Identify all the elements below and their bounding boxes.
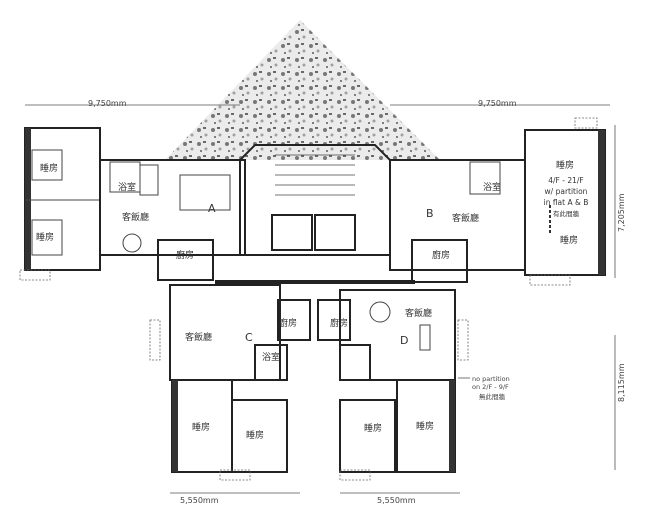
dim-top-right: 9,750mm <box>478 99 517 108</box>
flat-d-bed1-label: 睡房 <box>364 422 382 434</box>
flat-b-letter: B <box>426 207 434 220</box>
flat-a-bed1-label: 睡房 <box>40 162 58 174</box>
dim-top-left: 9,750mm <box>88 99 127 108</box>
flat-a <box>99 159 246 256</box>
flat-b-kitchen <box>411 239 468 283</box>
flat-a-kitchen-label: 廚房 <box>176 249 194 261</box>
dimension-lines <box>25 104 616 494</box>
flat-c-bed1-label: 睡房 <box>192 421 210 433</box>
dim-right-lower: 8,115mm <box>617 363 626 402</box>
flat-b-bed2-label: 睡房 <box>560 234 578 246</box>
svg-text:on 2/F - 9/F: on 2/F - 9/F <box>472 383 509 391</box>
flat-a-kitchen <box>157 239 214 281</box>
flat-a-letter: A <box>208 202 216 215</box>
flat-c-living-label: 客飯廳 <box>185 331 212 343</box>
flat-a-living-label: 客飯廳 <box>122 211 149 223</box>
flat-d-living-label: 客飯廳 <box>405 307 432 319</box>
svg-text:無此間牆: 無此間牆 <box>479 392 506 401</box>
flat-c-letter: C <box>245 331 253 344</box>
flat-d-bed2-label: 睡房 <box>416 420 434 432</box>
svg-text:w/ partition: w/ partition <box>545 187 588 196</box>
flat-b-living-label: 客飯廳 <box>452 212 479 224</box>
flat-b-kitchen-label: 廚房 <box>432 249 450 261</box>
svg-text:4/F - 21/F: 4/F - 21/F <box>548 176 583 185</box>
flat-d-kitchen-label: 廚房 <box>330 317 348 329</box>
dim-right-upper: 7,205mm <box>617 193 626 232</box>
flat-b-bath-label: 浴室 <box>483 181 501 193</box>
partition-note-lower: no partition on 2/F - 9/F 無此間牆 <box>472 375 510 401</box>
flat-c-bath-label: 浴室 <box>262 351 280 363</box>
svg-text:no partition: no partition <box>472 375 510 383</box>
flat-a-bed2-label: 睡房 <box>36 231 54 243</box>
flat-b-bed1-label: 睡房 <box>556 159 574 171</box>
flat-d-letter: D <box>400 334 408 347</box>
flat-d <box>339 289 456 381</box>
garden-area <box>165 20 440 160</box>
svg-text:in flat A & B: in flat A & B <box>544 198 589 207</box>
flat-a-bath-label: 浴室 <box>118 181 136 193</box>
flat-c-kitchen-label: 廚房 <box>279 317 297 329</box>
dim-bottom-left: 5,550mm <box>180 496 219 505</box>
dim-bottom-right: 5,550mm <box>377 496 416 505</box>
partition-note-upper: 4/F - 21/F w/ partition in flat A & B 有此… <box>544 176 589 218</box>
flat-c-bed2-label: 睡房 <box>246 429 264 441</box>
svg-text:有此間牆: 有此間牆 <box>553 209 580 218</box>
